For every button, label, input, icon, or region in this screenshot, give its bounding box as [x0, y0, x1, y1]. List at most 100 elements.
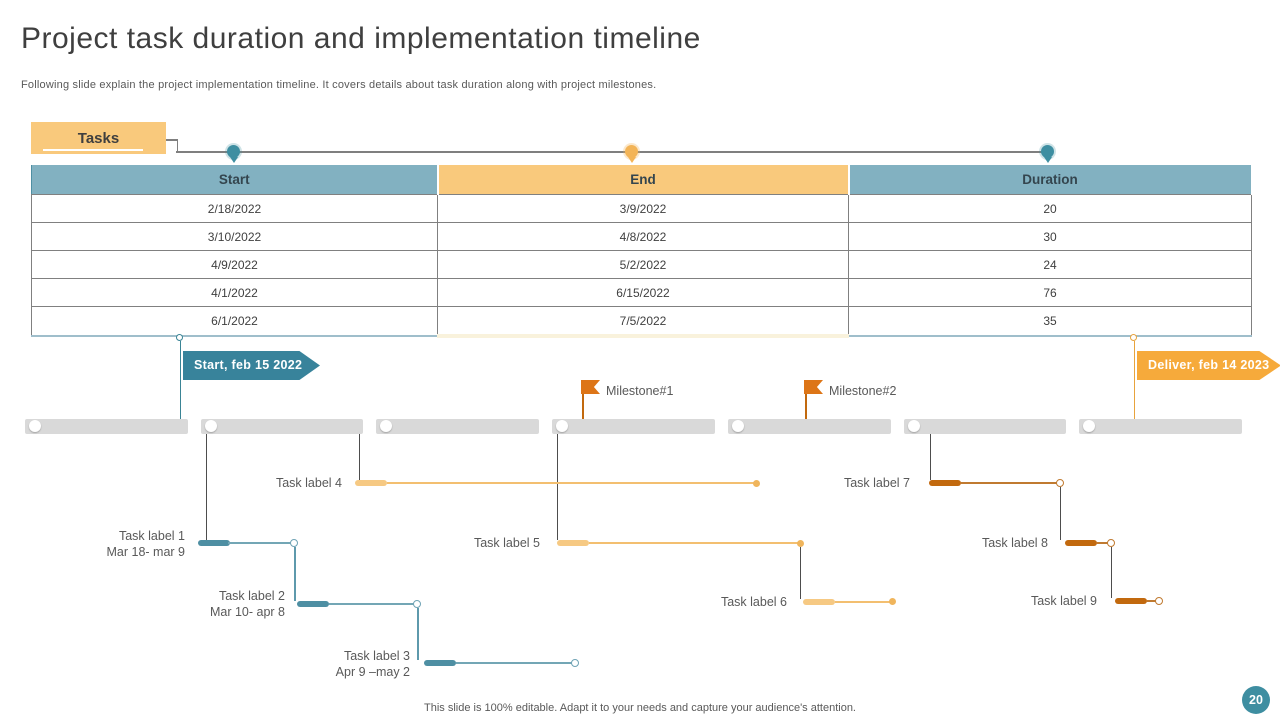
column-header-start: Start — [31, 165, 439, 195]
task-label: Task label 9 — [967, 594, 1097, 610]
task-endpoint-icon — [1155, 597, 1163, 605]
task-dates: Mar 10- apr 8 — [209, 604, 285, 619]
track-node-icon — [1083, 420, 1096, 432]
task-endpoint-icon — [1056, 479, 1064, 487]
track-drop-line — [930, 434, 932, 480]
track-node-icon — [380, 420, 393, 432]
task-label-text: Task label 7 — [843, 476, 910, 490]
task-bar — [198, 540, 230, 546]
task-label: Task label 4 — [212, 476, 342, 492]
task-bar — [424, 660, 456, 666]
end-cell: 5/2/2022 — [437, 250, 849, 279]
task-label-text: Task label 9 — [1030, 594, 1097, 608]
milestone-label: Milestone#2 — [829, 384, 897, 398]
task-connector — [228, 542, 292, 544]
deliver-flag-banner: Deliver, feb 14 2023 — [1137, 351, 1280, 380]
task-label-text: Task label 6 — [720, 595, 787, 609]
chip-connector — [166, 139, 178, 141]
duration-cell: 76 — [848, 278, 1252, 307]
end-cell: 3/9/2022 — [437, 194, 849, 223]
task-label-text: Task label 1 — [118, 529, 185, 543]
timeline-track — [25, 419, 1243, 434]
tasks-chip-label: Tasks — [77, 129, 120, 147]
page-title: Project task duration and implementation… — [21, 22, 701, 55]
task-label: Task label 6 — [657, 595, 787, 611]
duration-cell: 30 — [848, 222, 1252, 251]
start-cell: 4/1/2022 — [31, 278, 438, 307]
task-chain-line — [800, 547, 802, 599]
track-node-icon — [731, 420, 744, 432]
task-label: Task label 7 — [780, 476, 910, 492]
timeline-track-segment — [727, 419, 891, 434]
page-subtitle: Following slide explain the project impl… — [21, 79, 657, 91]
page-number: 20 — [1249, 693, 1263, 707]
task-label-text: Task label 2 — [218, 589, 285, 603]
task-connector — [835, 601, 890, 603]
task-endpoint-icon — [753, 480, 760, 487]
timeline-track-segment — [25, 419, 188, 434]
task-endpoint-icon — [571, 659, 579, 667]
track-drop-line — [206, 434, 208, 540]
task-connector — [456, 662, 573, 664]
table-row: 4/1/2022 6/15/2022 76 — [31, 278, 1252, 307]
task-connector — [1147, 600, 1156, 602]
milestone-flag-pole — [582, 381, 584, 419]
timeline-track-segment — [552, 419, 715, 434]
task-endpoint-icon — [1107, 539, 1115, 547]
duration-cell: 35 — [848, 306, 1252, 337]
task-endpoint-icon — [889, 598, 896, 605]
table-row: 2/18/2022 3/9/2022 20 — [31, 194, 1252, 223]
start-marker-icon — [176, 334, 183, 341]
task-connector — [589, 542, 798, 544]
task-chain-line — [417, 608, 419, 660]
deliver-marker-icon — [1130, 334, 1137, 341]
start-flag-banner: Start, feb 15 2022 — [183, 351, 320, 380]
task-endpoint-icon — [413, 600, 421, 608]
timeline-track-segment — [200, 419, 364, 434]
task-label-text: Task label 5 — [473, 536, 540, 550]
task-bar — [355, 480, 387, 486]
footer-note: This slide is 100% editable. Adapt it to… — [424, 702, 856, 714]
end-cell: 7/5/2022 — [437, 306, 849, 338]
chip-connector — [176, 139, 178, 152]
task-label-text: Task label 3 — [343, 649, 410, 663]
end-cell: 4/8/2022 — [437, 222, 849, 251]
table-row: 3/10/2022 4/8/2022 30 — [31, 222, 1252, 251]
task-endpoint-icon — [797, 540, 804, 547]
task-bar — [803, 599, 835, 605]
page-number-badge: 20 — [1242, 686, 1270, 714]
task-connector — [329, 603, 414, 605]
task-connector — [387, 482, 754, 484]
start-cell: 4/9/2022 — [31, 250, 438, 279]
timeline-track-segment — [1079, 419, 1243, 434]
start-cell: 3/10/2022 — [31, 222, 438, 251]
tasks-chip: Tasks — [31, 122, 166, 154]
start-cell: 6/1/2022 — [31, 306, 438, 337]
milestone-flag-pole — [805, 381, 807, 419]
table-header-row: Start End Duration — [31, 165, 1253, 195]
task-endpoint-icon — [290, 539, 298, 547]
tasks-table: Start End Duration 2/18/2022 3/9/2022 20… — [31, 165, 1253, 338]
task-bar — [929, 480, 961, 486]
track-node-icon — [907, 420, 920, 432]
deliver-flag-pole — [1134, 341, 1136, 419]
task-label: Task label 5 — [410, 536, 540, 552]
duration-cell: 20 — [848, 194, 1252, 223]
track-drop-line — [359, 434, 361, 480]
timeline-track-segment — [903, 419, 1067, 434]
task-label-text: Task label 8 — [981, 536, 1048, 550]
milestone-flag-icon — [804, 380, 823, 394]
table-row: 4/9/2022 5/2/2022 24 — [31, 250, 1252, 279]
start-flag-pole — [180, 341, 182, 419]
task-chain-line — [1111, 547, 1113, 598]
task-bar — [1065, 540, 1097, 546]
map-pin-icon — [1041, 145, 1054, 163]
task-label: Task label 2 Mar 10- apr 8 — [155, 589, 285, 620]
task-bar — [297, 601, 329, 607]
task-label-text: Task label 4 — [275, 476, 342, 490]
task-bar — [557, 540, 589, 546]
task-label: Task label 8 — [918, 536, 1048, 552]
milestone-flag-icon — [581, 380, 600, 394]
track-node-icon — [556, 420, 569, 432]
